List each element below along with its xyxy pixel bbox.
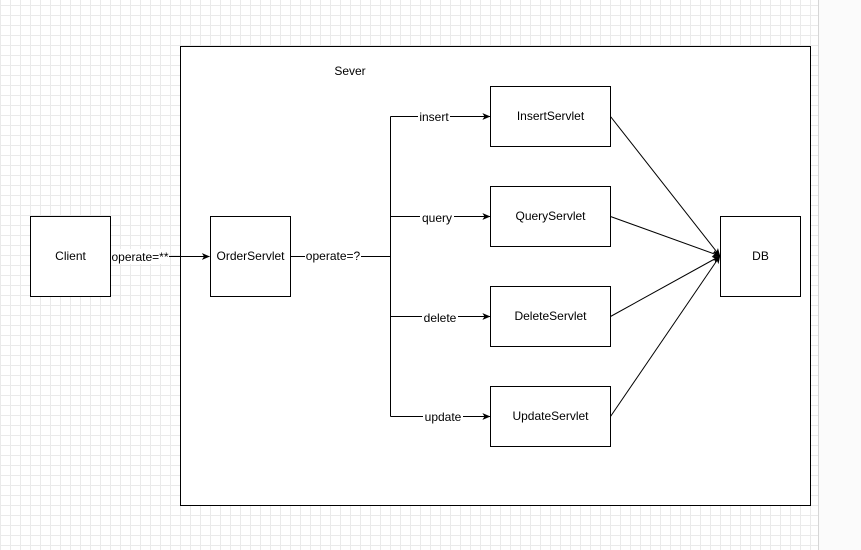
canvas-border — [818, 0, 819, 550]
edge-label-operate-query: operate=? — [306, 249, 361, 263]
order-servlet-node[interactable]: OrderServlet — [210, 216, 291, 297]
edge-update-to-db[interactable] — [610, 255, 721, 417]
edge-label-update: update — [425, 410, 462, 424]
client-label: Client — [55, 249, 86, 263]
db-label: DB — [752, 249, 769, 263]
edge-label-query: query — [422, 211, 452, 225]
edge-query-to-db[interactable] — [610, 216, 721, 257]
delete-servlet-label: DeleteServlet — [514, 309, 587, 323]
order-servlet-label: OrderServlet — [216, 249, 285, 263]
db-node[interactable]: DB — [720, 216, 801, 297]
query-servlet-node[interactable]: QueryServlet — [490, 186, 611, 247]
side-panel — [819, 0, 861, 550]
edge-label-delete: delete — [424, 311, 457, 325]
client-node[interactable]: Client — [30, 216, 111, 297]
edge-label-insert: insert — [419, 110, 449, 124]
insert-servlet-label: InsertServlet — [517, 109, 585, 123]
query-servlet-label: QueryServlet — [515, 209, 586, 223]
server-title: Sever — [334, 64, 365, 78]
edge-delete-to-db[interactable] — [610, 255, 721, 317]
insert-servlet-node[interactable]: InsertServlet — [490, 86, 611, 147]
edge-label-operate-all: operate=** — [111, 250, 168, 264]
update-servlet-node[interactable]: UpdateServlet — [490, 386, 611, 447]
edge-insert-to-db[interactable] — [610, 116, 721, 257]
delete-servlet-node[interactable]: DeleteServlet — [490, 286, 611, 347]
update-servlet-label: UpdateServlet — [512, 409, 589, 423]
